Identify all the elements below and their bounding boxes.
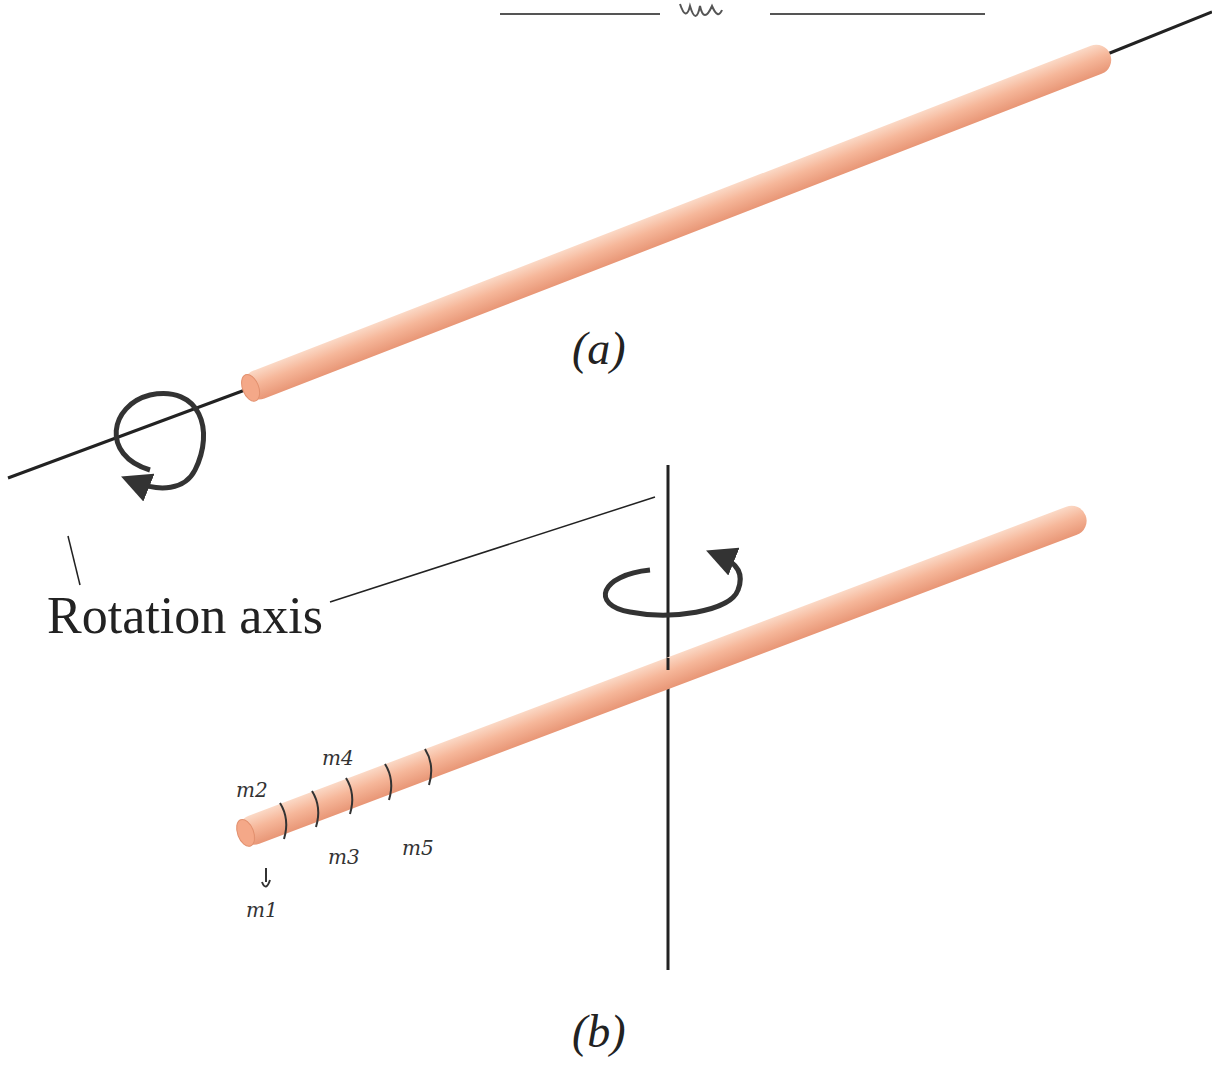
scribble	[500, 4, 985, 16]
rod-a	[238, 40, 1116, 404]
leader-line	[68, 497, 655, 602]
panel-label: (b)	[572, 1005, 626, 1058]
panel-label: (a)	[572, 322, 626, 375]
rod-b	[233, 501, 1091, 849]
axis-a	[8, 12, 1212, 478]
mass-label: m4	[322, 746, 354, 770]
mass-label: m2	[236, 778, 268, 802]
mass-label: m3	[328, 845, 360, 869]
mass-label: m5	[402, 836, 434, 860]
mass-label: m1	[246, 898, 278, 922]
rotation-arrow	[605, 556, 740, 615]
rotation-arrow	[116, 394, 203, 488]
axis-b	[667, 465, 670, 970]
axis-label: Rotation axis	[40, 578, 330, 654]
